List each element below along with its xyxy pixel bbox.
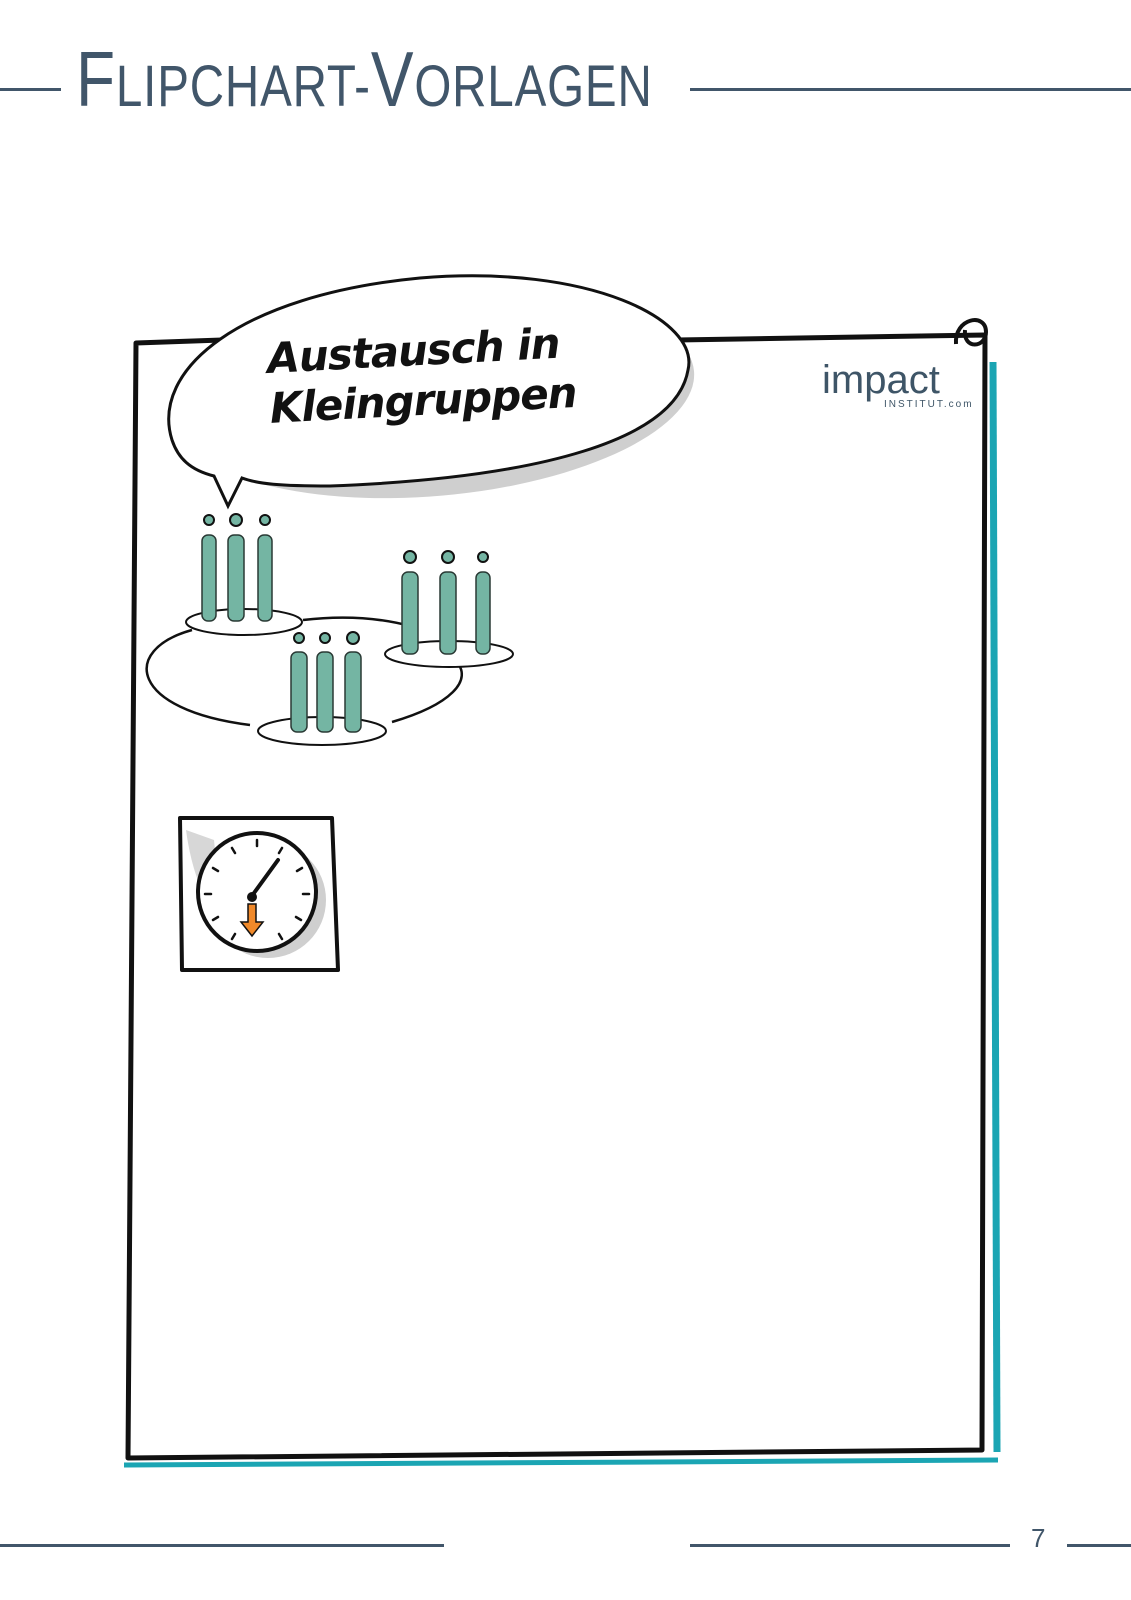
flipchart-teal-edge-right bbox=[989, 361, 1001, 1453]
logo-subtitle: INSTITUT.com bbox=[884, 399, 974, 410]
footer-rule-middle bbox=[690, 1544, 1010, 1547]
page-number: 7 bbox=[1031, 1523, 1046, 1553]
logo-word: impact bbox=[822, 358, 940, 402]
footer-rule-right bbox=[1067, 1544, 1131, 1547]
header-rule-left bbox=[0, 88, 61, 91]
flipchart-border bbox=[125, 332, 988, 1461]
people-groups-icon bbox=[145, 513, 514, 746]
footer-rule-left bbox=[0, 1544, 444, 1547]
clip-icon bbox=[953, 318, 989, 347]
page-title: FLIPCHART-VORLAGEN bbox=[76, 35, 653, 123]
header-rule-right bbox=[690, 88, 1131, 91]
flipchart-teal-edge-bottom bbox=[123, 1457, 999, 1468]
impact-logo: impact INSTITUT.com bbox=[822, 360, 982, 414]
bubble-text: Austausch in Kleingruppen bbox=[266, 316, 611, 434]
speech-bubble bbox=[167, 274, 695, 510]
clock-icon bbox=[178, 816, 340, 972]
